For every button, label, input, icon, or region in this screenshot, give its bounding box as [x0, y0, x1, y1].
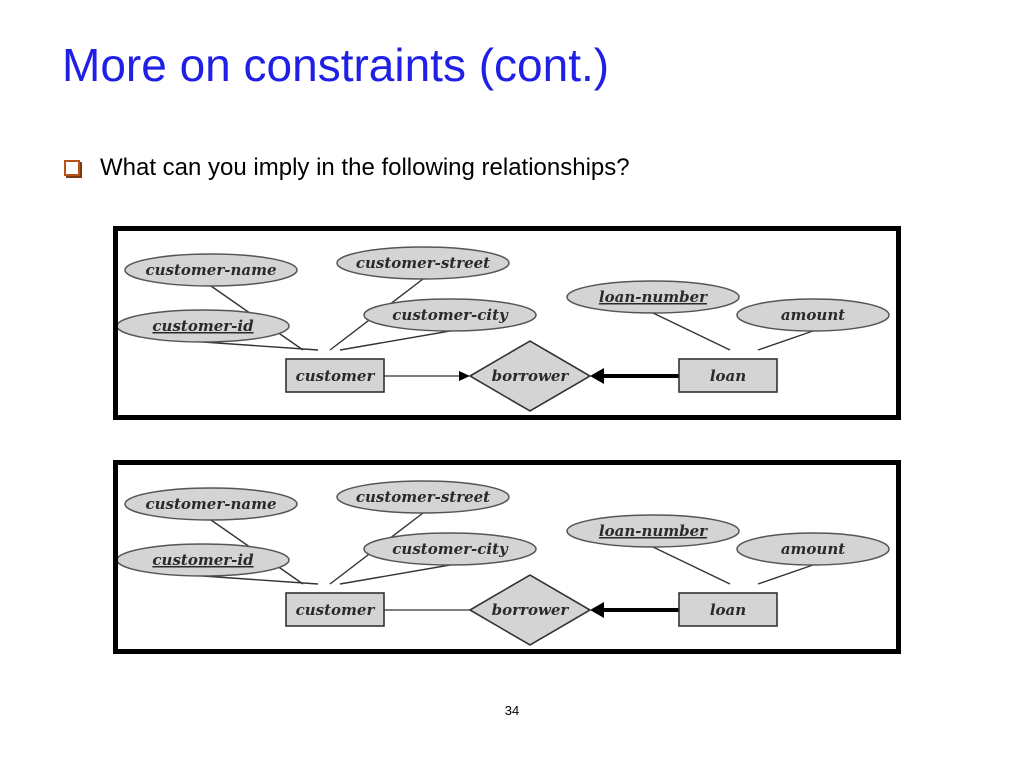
attribute-link-loan-number — [652, 546, 731, 585]
attribute-ellipse-customer-id — [118, 309, 290, 343]
attribute-ellipse-amount — [736, 532, 890, 566]
attribute-label-customer-street: customer-street — [356, 488, 490, 506]
entity-label-customer: customer — [296, 601, 376, 619]
page-number: 34 — [504, 703, 520, 718]
attribute-link-customer-city — [339, 564, 451, 585]
attribute-link-loan-number — [652, 312, 731, 351]
loan-arrow-head — [590, 368, 604, 384]
relationship-label-borrower: borrower — [492, 367, 570, 385]
relationship-label-borrower: borrower — [492, 601, 570, 619]
attribute-link-customer-id — [202, 575, 319, 585]
er-diagram-canvas: customer-name customer-street customer-id c… — [118, 480, 890, 646]
entity-loan — [678, 592, 778, 627]
attribute-ellipse-loan-number — [566, 514, 740, 548]
attribute-ellipse-customer-name — [124, 253, 298, 287]
attribute-label-customer-city: customer-city — [392, 540, 509, 558]
attribute-label-loan-number: loan-number — [599, 522, 708, 540]
er-diagram-1: customer-name customer-street customer-id c… — [113, 226, 901, 420]
er-diagram-canvas: customer-name customer-street customer-id c… — [118, 246, 890, 412]
attribute-label-customer-id: customer-id — [152, 551, 254, 569]
entity-customer — [285, 358, 385, 393]
relationship-borrower — [468, 574, 592, 646]
entity-label-customer: customer — [296, 367, 376, 385]
entity-label-loan: loan — [710, 601, 746, 619]
attribute-ellipse-customer-city — [363, 532, 537, 566]
attribute-label-amount: amount — [781, 306, 845, 324]
attribute-label-customer-city: customer-city — [392, 306, 509, 324]
er-diagram-2: customer-name customer-street customer-id c… — [113, 460, 901, 654]
bullet-text: What can you imply in the following rela… — [100, 154, 630, 181]
checkbox-bullet-icon — [64, 160, 80, 176]
attribute-ellipse-customer-street — [336, 246, 510, 280]
entity-loan — [678, 358, 778, 393]
attribute-label-amount: amount — [781, 540, 845, 558]
attribute-link-amount — [757, 564, 814, 585]
slide-title: More on constraints (cont.) — [62, 39, 610, 91]
attribute-label-customer-name: customer-name — [145, 495, 276, 513]
customer-arrow-head — [459, 371, 470, 381]
attribute-label-customer-id: customer-id — [152, 317, 254, 335]
attribute-ellipse-customer-name — [124, 487, 298, 521]
entity-label-loan: loan — [710, 367, 746, 385]
attribute-ellipse-customer-id — [118, 543, 290, 577]
attribute-label-loan-number: loan-number — [599, 288, 708, 306]
attribute-link-customer-id — [202, 341, 319, 351]
attribute-ellipse-amount — [736, 298, 890, 332]
entity-customer — [285, 592, 385, 627]
attribute-ellipse-loan-number — [566, 280, 740, 314]
attribute-ellipse-customer-street — [336, 480, 510, 514]
bullet-item: What can you imply in the following rela… — [64, 154, 630, 182]
attribute-label-customer-street: customer-street — [356, 254, 490, 272]
attribute-link-amount — [757, 330, 814, 351]
attribute-label-customer-name: customer-name — [145, 261, 276, 279]
relationship-borrower — [468, 340, 592, 412]
attribute-ellipse-customer-city — [363, 298, 537, 332]
attribute-link-customer-city — [339, 330, 451, 351]
loan-arrow-head — [590, 602, 604, 618]
